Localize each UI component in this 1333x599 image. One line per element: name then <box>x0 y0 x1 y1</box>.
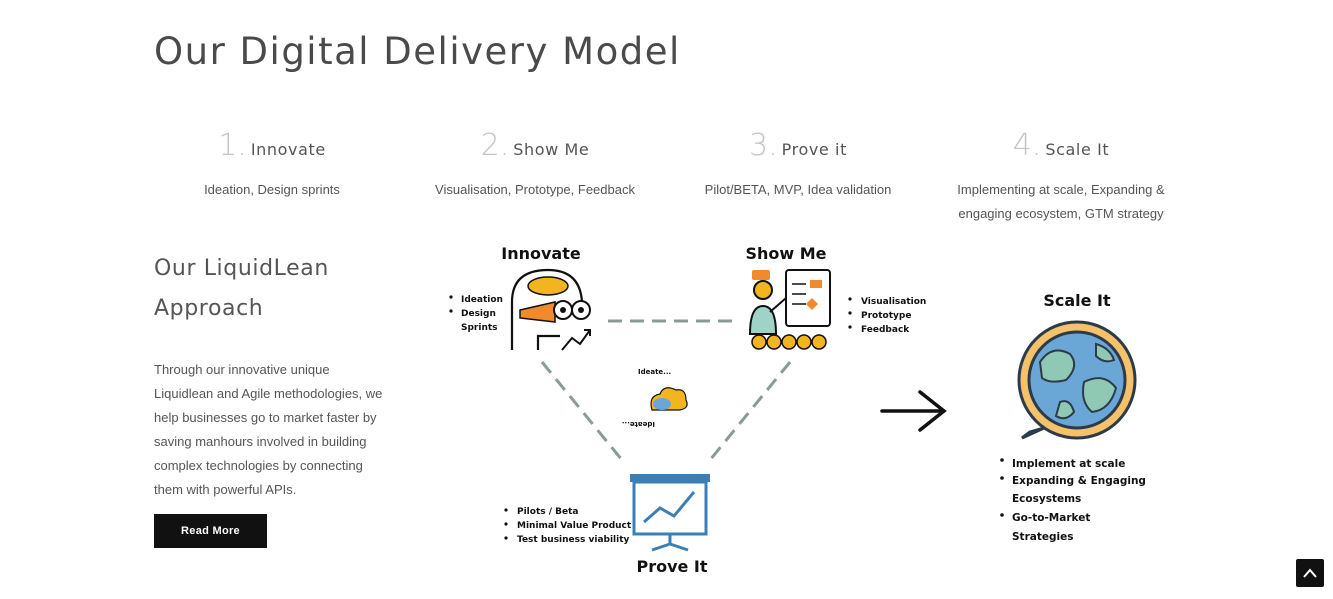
step-innovate: 1.Innovate Ideation, Design sprints <box>142 128 402 202</box>
approach-title: Our LiquidLean Approach <box>154 256 329 321</box>
show-me-bullets: Visualisation Prototype Feedback <box>848 297 926 335</box>
arrow-right-icon <box>880 390 947 432</box>
step-number: 3. <box>749 128 778 163</box>
svg-text:Visualisation: Visualisation <box>861 297 926 307</box>
svg-text:Prototype: Prototype <box>861 311 911 321</box>
approach-section: Our LiquidLean Approach Through our inno… <box>154 249 394 502</box>
prove-it-bullets: Pilots / Beta Minimal Value Product Test… <box>504 507 632 545</box>
innovate-head-icon <box>510 268 591 351</box>
step-description: Implementing at scale, Expanding & engag… <box>957 182 1165 221</box>
svg-text:Ideate...: Ideate... <box>638 368 671 376</box>
approach-description: Through our innovative unique Liquidlean… <box>154 362 383 497</box>
step-prove-it: 3.Prove it Pilot/BETA, MVP, Idea validat… <box>668 128 928 202</box>
step-name: Show Me <box>513 140 590 159</box>
step-number: 1. <box>218 128 247 163</box>
scale-it-title: Scale It <box>1043 291 1111 310</box>
step-description: Pilot/BETA, MVP, Idea validation <box>704 182 892 197</box>
show-me-icon <box>748 269 831 350</box>
globe-bubble-icon <box>1017 320 1137 440</box>
read-more-button[interactable]: Read More <box>154 514 267 548</box>
chevron-up-icon <box>1303 568 1317 578</box>
show-me-title: Show Me <box>745 244 826 263</box>
step-name: Innovate <box>250 140 326 159</box>
scale-it-bullets: Implement at scale Expanding & Engaging … <box>1000 458 1146 543</box>
step-number: 4. <box>1012 128 1042 163</box>
step-description: Ideation, Design sprints <box>204 182 340 197</box>
svg-text:Ecosystems: Ecosystems <box>1012 493 1081 505</box>
liquidlean-diagram: Innovate Ideation Design Sprints Show Me <box>420 232 1180 592</box>
prove-it-title: Prove It <box>636 557 707 576</box>
step-scale-it: 4.Scale It Implementing at scale, Expand… <box>931 128 1191 226</box>
svg-text:Ideation: Ideation <box>461 295 503 305</box>
delivery-steps: 1.Innovate Ideation, Design sprints 2.Sh… <box>135 128 1205 228</box>
svg-text:Feedback: Feedback <box>861 325 910 335</box>
svg-text:Test business viability: Test business viability <box>517 535 630 545</box>
innovate-title: Innovate <box>501 244 581 263</box>
step-show-me: 2.Show Me Visualisation, Prototype, Feed… <box>405 128 665 202</box>
svg-text:Sprints: Sprints <box>461 323 498 333</box>
svg-text:Design: Design <box>461 309 496 319</box>
svg-text:Expanding & Engaging: Expanding & Engaging <box>1012 475 1146 487</box>
svg-text:Ideate...: Ideate... <box>622 420 655 428</box>
scroll-to-top-button[interactable] <box>1296 559 1324 587</box>
page-title: Our Digital Delivery Model <box>154 30 681 73</box>
prove-it-icon <box>630 474 710 552</box>
svg-text:Minimal Value Product: Minimal Value Product <box>517 521 632 531</box>
step-name: Scale It <box>1045 140 1110 159</box>
svg-text:Go-to-Market: Go-to-Market <box>1012 512 1090 524</box>
ideate-icon: Ideate... Ideate... <box>622 368 688 428</box>
step-description: Visualisation, Prototype, Feedback <box>435 182 635 197</box>
step-name: Prove it <box>781 140 847 159</box>
svg-text:Pilots / Beta: Pilots / Beta <box>517 507 579 517</box>
svg-text:Strategies: Strategies <box>1012 531 1073 543</box>
innovate-bullets: Ideation Design Sprints <box>449 295 503 333</box>
step-number: 2. <box>480 128 510 163</box>
svg-text:Implement at scale: Implement at scale <box>1012 458 1125 470</box>
